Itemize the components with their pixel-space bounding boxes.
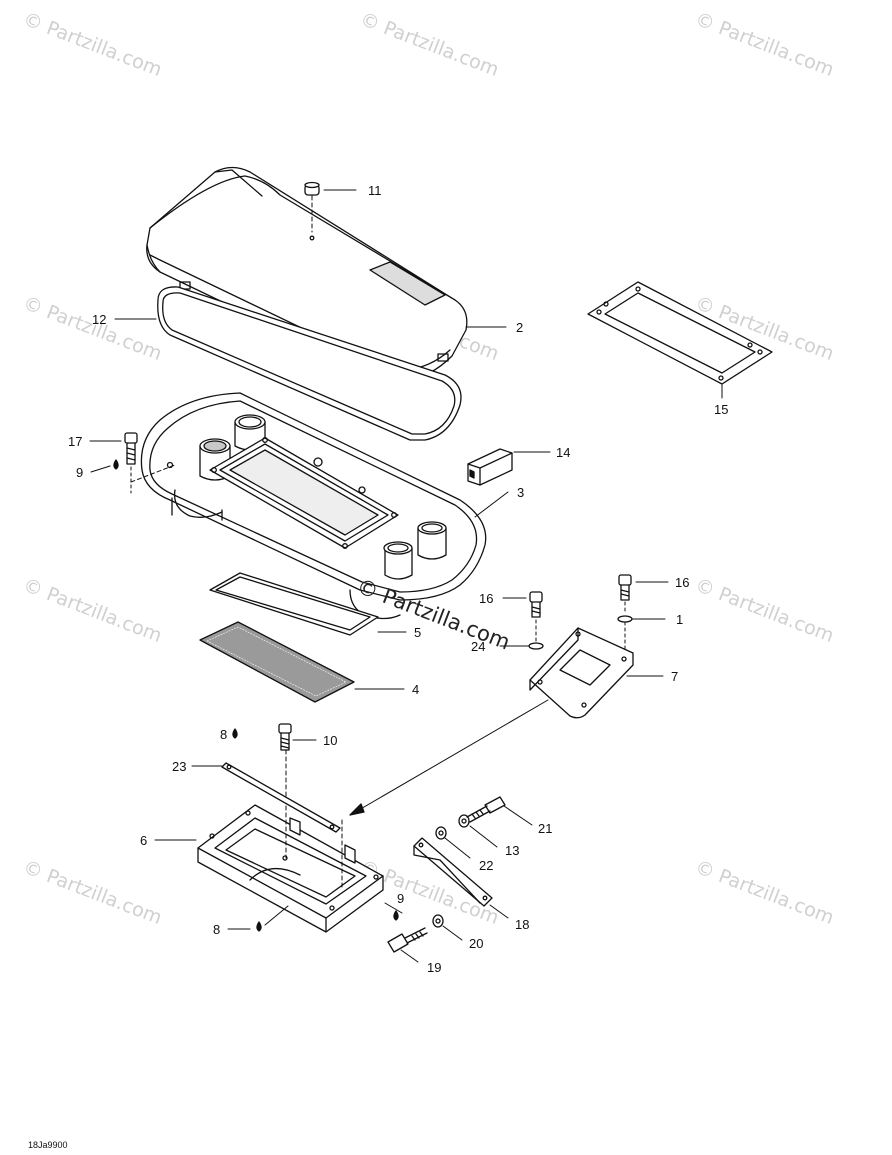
callout-8: 8 [213, 922, 221, 937]
callout-19: 19 [427, 960, 442, 975]
oil-drop-icon [256, 921, 262, 932]
silencer-base [140, 392, 487, 620]
callout-5: 5 [414, 625, 422, 640]
screen-part-4 [199, 621, 355, 703]
callout-4: 4 [412, 682, 420, 697]
bracket-part-7 [529, 627, 634, 719]
callout-9: 9 [76, 465, 84, 480]
reference-code: 18Ja9900 [28, 1140, 68, 1150]
callout-24: 24 [471, 639, 486, 654]
gasket-part-5 [209, 572, 379, 636]
callout-14: 14 [556, 445, 571, 460]
assembly-arrow [349, 699, 549, 816]
callout-17: 17 [68, 434, 83, 449]
callout-12: 12 [92, 312, 107, 327]
callout-16: 16 [479, 591, 494, 606]
plug-part-11 [304, 181, 320, 233]
callout-13: 13 [505, 843, 520, 858]
callout-9: 9 [397, 891, 405, 906]
fasteners-upper-right [435, 796, 506, 840]
strip-part-23 [221, 762, 341, 833]
callout-20: 20 [469, 936, 484, 951]
callout-1: 1 [676, 612, 684, 627]
callout-15: 15 [714, 402, 729, 417]
callout-10: 10 [323, 733, 338, 748]
callout-2: 2 [516, 320, 524, 335]
oil-drop-icon [232, 728, 238, 739]
leader-lines [89, 189, 723, 963]
callout-22: 22 [479, 858, 494, 873]
callout-21: 21 [538, 821, 553, 836]
callout-6: 6 [140, 833, 148, 848]
callout-23: 23 [172, 759, 187, 774]
callout-18: 18 [515, 917, 530, 932]
callout-8: 8 [220, 727, 228, 742]
callout-11: 11 [368, 183, 382, 198]
callout-16: 16 [675, 575, 690, 590]
fasteners-lower [387, 910, 444, 953]
bolt-part-17 [113, 432, 176, 494]
plate-part-6 [197, 749, 384, 933]
bolt-part-10 [278, 723, 292, 751]
seal-part-12 [157, 286, 462, 441]
clip-part-14 [467, 448, 513, 486]
bolts-and-washers [528, 574, 633, 651]
gasket-part-15 [587, 281, 773, 385]
bracket-part-18 [413, 837, 493, 907]
callout-3: 3 [517, 485, 525, 500]
callout-7: 7 [671, 669, 679, 684]
